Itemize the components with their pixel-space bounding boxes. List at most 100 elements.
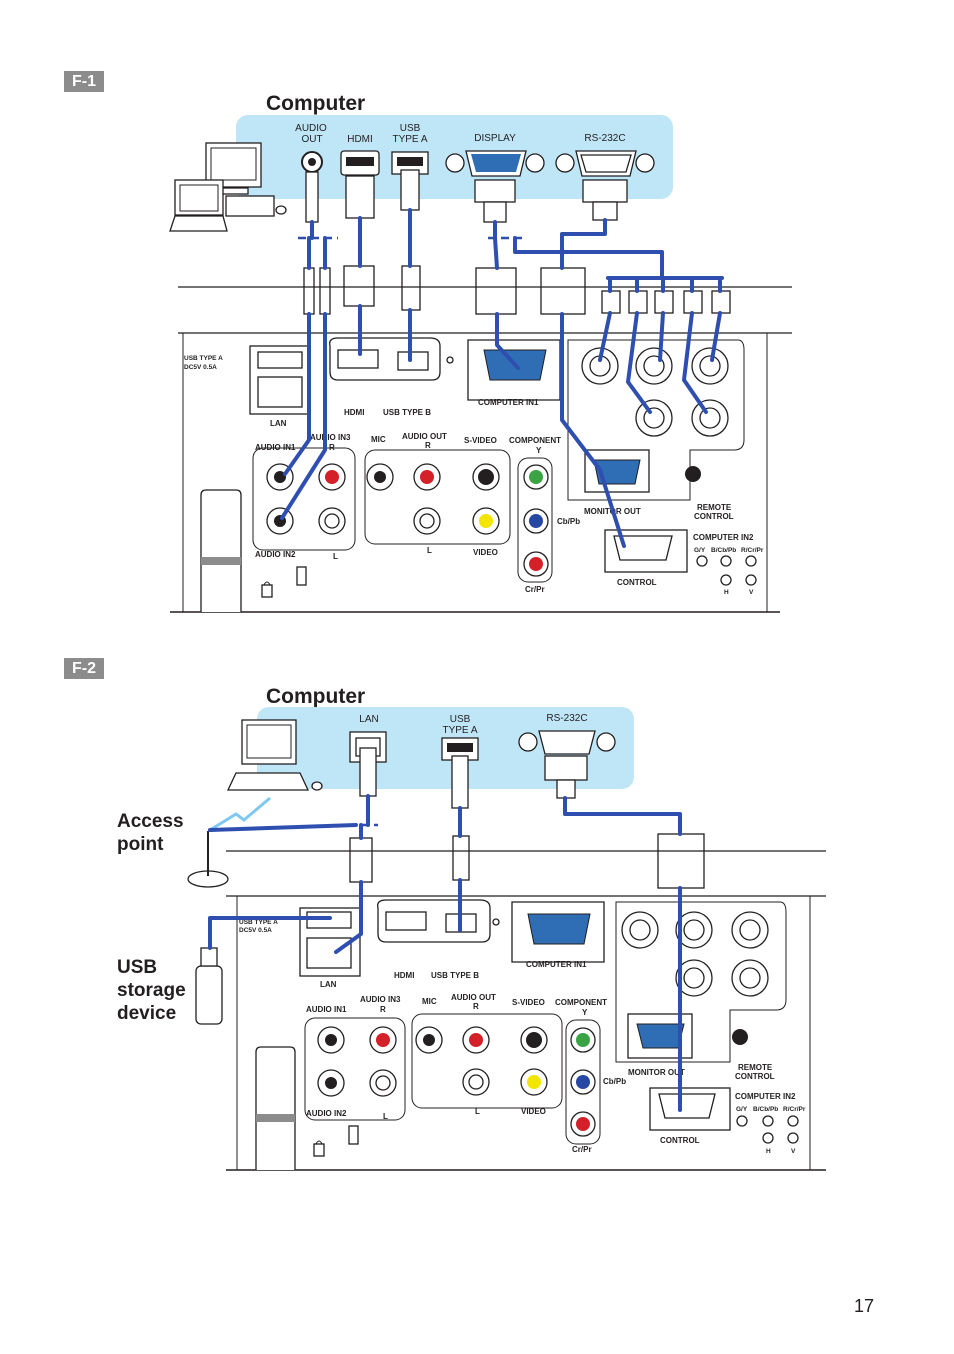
f1-lbl-control: CONTROL [617, 578, 657, 587]
kensington-lock-icon [261, 581, 273, 598]
f2-lbl-v: V [791, 1148, 796, 1155]
f1-lbl-crpr: Cr/Pr [525, 585, 545, 594]
f2-lbl-computer-in1: COMPUTER IN1 [526, 960, 587, 969]
access-point-label: Access point [117, 810, 184, 856]
f1-lbl-audio-in2: AUDIO IN2 [255, 550, 296, 559]
f1-port-label-audio-out-1: AUDIO [295, 123, 327, 134]
f1-lbl-rcrpr: R/Cr/Pr [741, 547, 764, 554]
f1-lbl-remote-2: CONTROL [694, 512, 734, 521]
f2-lbl-audio-in3: AUDIO IN3 [360, 995, 401, 1004]
f2-lbl-component: COMPONENT [555, 998, 607, 1007]
f2-rs232c-port [518, 730, 616, 755]
access-point-icon [187, 796, 271, 888]
f1-lbl-audio-out: AUDIO OUT [402, 432, 447, 441]
f2-lbl-computer-in2: COMPUTER IN2 [735, 1092, 796, 1101]
f2-lbl-mic: MIC [422, 997, 437, 1006]
figure-badge-f2: F-2 [64, 658, 104, 679]
f2-lbl-remote-1: REMOTE [738, 1063, 773, 1072]
f2-lbl-hdmi: HDMI [394, 971, 414, 980]
f1-lbl-hdmi: HDMI [344, 408, 364, 417]
f1-lbl-audio-in3: AUDIO IN3 [310, 433, 351, 442]
f1-lbl-video: VIDEO [473, 548, 498, 557]
f2-lbl-gy: G/Y [736, 1106, 748, 1113]
f2-lbl-lan: LAN [320, 980, 337, 989]
usb-storage-label-line3: device [117, 1003, 177, 1024]
f1-lbl-computer-in1: COMPUTER IN1 [478, 398, 539, 407]
f1-port-label-rs232c: RS-232C [584, 133, 625, 144]
f1-port-label-hdmi: HDMI [347, 134, 373, 145]
f1-lbl-gy: G/Y [694, 547, 706, 554]
f2-computer-title: Computer [266, 685, 366, 708]
f1-port-label-audio-out-2: OUT [301, 134, 322, 145]
f2-lbl-h: H [766, 1148, 771, 1155]
f2-lbl-audio-in2: AUDIO IN2 [306, 1109, 347, 1118]
page-number: 17 [853, 1296, 874, 1316]
f2-lbl-audio-in3-r: R [380, 1005, 386, 1014]
f1-lbl-v: V [749, 589, 754, 596]
f1-display-port [445, 150, 545, 177]
f2-lbl-remote-2: CONTROL [735, 1072, 775, 1081]
f1-computer-title: Computer [266, 92, 366, 115]
f1-lbl-y: Y [536, 446, 542, 455]
f2-computer-plugs [359, 747, 588, 809]
f2-lbl-l2: L [475, 1107, 480, 1116]
f2-mid-plugs [349, 833, 705, 889]
f1-port-label-usb-1: USB [400, 123, 421, 134]
f1-lbl-l1: L [333, 552, 338, 561]
f1-lbl-usb-type-b: USB TYPE B [383, 408, 431, 417]
f1-port-label-display: DISPLAY [474, 133, 516, 144]
computer-icon [205, 142, 262, 195]
f2-lbl-usb-type-b: USB TYPE B [431, 971, 479, 980]
kensington-lock-icon [313, 1140, 325, 1157]
f2-lbl-crpr: Cr/Pr [572, 1145, 592, 1154]
f1-rs232c-port [555, 150, 655, 177]
f1-lbl-computer-in2: COMPUTER IN2 [693, 533, 754, 542]
f1-port-label-usb-2: TYPE A [392, 134, 427, 145]
f2-lbl-s-video: S-VIDEO [512, 998, 545, 1007]
usb-storage-label-line2: storage [117, 980, 186, 1001]
f1-lbl-audio-in3-r: R [329, 443, 335, 452]
f2-lbl-audio-out-r: R [473, 1002, 479, 1011]
f2-projector-panel [226, 896, 826, 1171]
f1-lbl-audio-in1: AUDIO IN1 [255, 443, 296, 452]
f2-diagram: LAN USB TYPE A RS-232C [187, 707, 826, 1171]
f2-port-label-rs232c: RS-232C [546, 713, 587, 724]
f2-cables [208, 794, 682, 1112]
f2-lbl-monitor-out: MONITOR OUT [628, 1068, 685, 1077]
f1-diagram: AUDIO OUT HDMI USB TYPE A DISPLAY RS-232… [169, 115, 792, 613]
access-point-label-line1: Access [117, 811, 184, 832]
laptop-icon [169, 179, 287, 232]
f1-lbl-l2: L [427, 546, 432, 555]
f1-lbl-mic: MIC [371, 435, 386, 444]
f2-lbl-usb-type-a-2: DC5V 0.5A [239, 927, 272, 934]
f2-lbl-y: Y [582, 1008, 588, 1017]
usb-storage-label-line1: USB [117, 957, 158, 978]
usb-stick-icon [195, 947, 223, 1025]
f2-lbl-video: VIDEO [521, 1107, 546, 1116]
f2-port-label-usb-1: USB [450, 714, 471, 725]
figure-badge-f1: F-1 [64, 71, 104, 92]
f1-lbl-s-video: S-VIDEO [464, 436, 497, 445]
f2-lbl-rcrpr: R/Cr/Pr [783, 1106, 806, 1113]
f1-lbl-usb-type-a-1: USB TYPE A [184, 355, 223, 362]
f1-lbl-component: COMPONENT [509, 436, 561, 445]
f1-lbl-bcbpb: B/Cb/Pb [711, 547, 736, 554]
f2-port-label-lan: LAN [359, 714, 378, 725]
f1-lbl-usb-type-a-2: DC5V 0.5A [184, 364, 217, 371]
f1-lbl-lan: LAN [270, 419, 287, 428]
f2-port-label-usb-2: TYPE A [442, 725, 477, 736]
f1-cables [280, 208, 724, 548]
f2-lbl-usb-type-a-1: USB TYPE A [239, 919, 278, 926]
usb-storage-label: USB storage device [117, 956, 186, 1025]
f2-lbl-bcbpb: B/Cb/Pb [753, 1106, 778, 1113]
f1-lbl-remote-1: REMOTE [697, 503, 732, 512]
f1-lbl-audio-out-r: R [425, 441, 431, 450]
f2-lbl-audio-in1: AUDIO IN1 [306, 1005, 347, 1014]
f1-projector-panel [170, 333, 780, 613]
f2-lbl-l1: L [383, 1112, 388, 1121]
f2-lbl-cbpb: Cb/Pb [603, 1077, 626, 1086]
access-point-label-line2: point [117, 834, 164, 855]
f1-lbl-h: H [724, 589, 729, 596]
f2-lbl-audio-out: AUDIO OUT [451, 993, 496, 1002]
